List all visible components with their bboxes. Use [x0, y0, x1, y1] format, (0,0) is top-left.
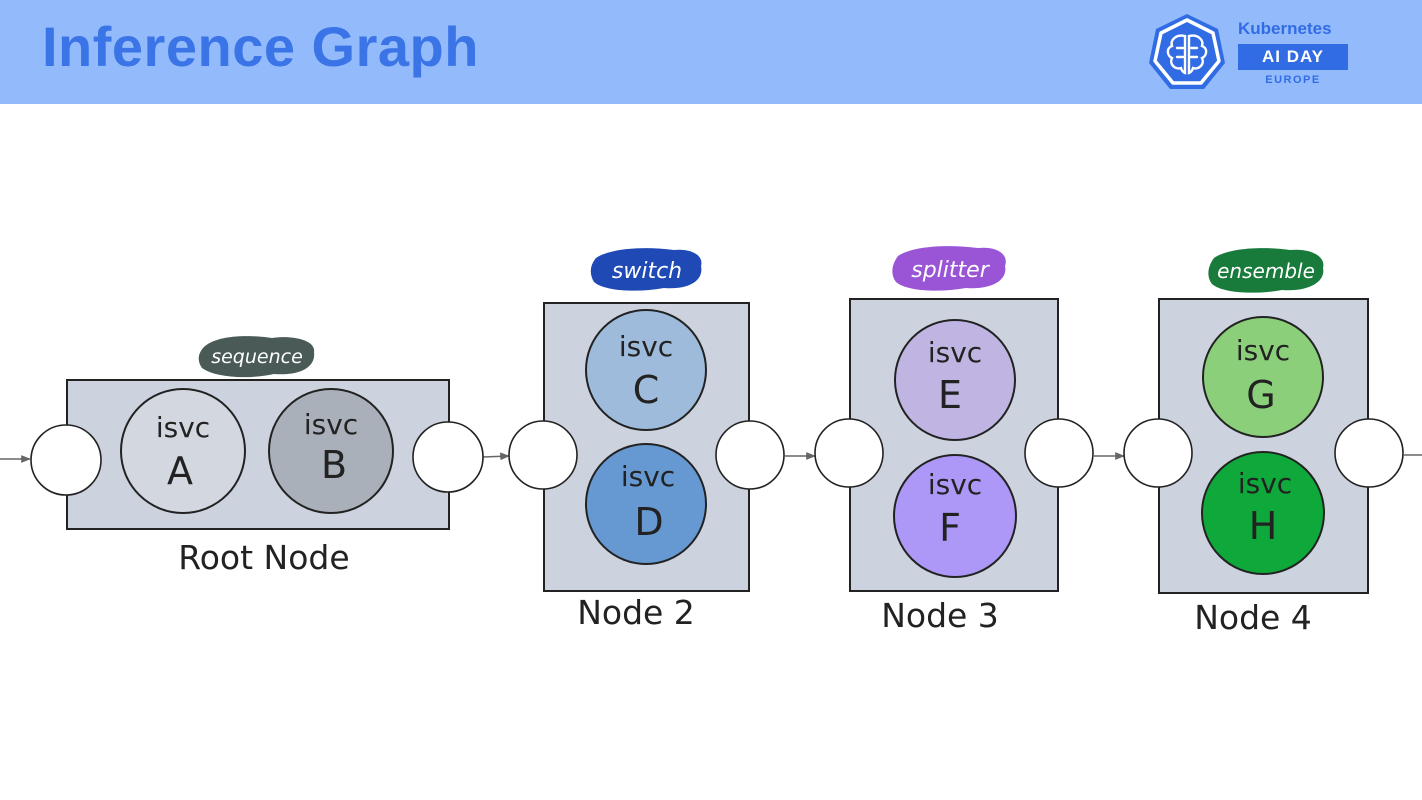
node-3-output [1024, 418, 1094, 488]
root-node-type-tag [198, 336, 315, 378]
node-2-type-label: switch [612, 259, 682, 284]
node-4-type-label: ensemble [1217, 259, 1315, 283]
root-node-label: Root Node [178, 538, 349, 577]
logo-wordmark: Kubernetes [1238, 19, 1332, 38]
logo-event-label: AI DAY [1238, 44, 1348, 70]
node-2: isvc C isvc D switch Node 2 [508, 248, 785, 632]
node-3-label: Node 3 [881, 596, 999, 635]
logo-region-label: EUROPE [1265, 74, 1321, 86]
node-3-type-tag [892, 246, 1006, 291]
service-h-kind: isvc [1238, 467, 1292, 500]
service-b-kind: isvc [304, 408, 358, 441]
service-h-name: H [1249, 504, 1278, 548]
service-g [1202, 316, 1324, 438]
service-a-kind: isvc [156, 411, 210, 444]
header-bar: Inference Graph Kubernetes AI DAY EUROPE [0, 0, 1422, 104]
node-3-input [814, 418, 884, 488]
page-title: Inference Graph [42, 15, 479, 78]
service-h [1201, 451, 1325, 575]
node-2-output [715, 420, 785, 490]
service-c-name: C [633, 368, 660, 412]
service-d [585, 443, 707, 565]
node-4-label: Node 4 [1194, 598, 1312, 637]
service-b-name: B [321, 443, 347, 487]
node-4-input [1123, 418, 1193, 488]
service-f-kind: isvc [928, 468, 982, 501]
node-3-type-label: splitter [911, 258, 990, 283]
node-4-output [1334, 418, 1404, 488]
service-g-name: G [1246, 373, 1275, 417]
service-e [894, 319, 1016, 441]
event-logo: Kubernetes AI DAY EUROPE [1144, 10, 1364, 96]
node-3: isvc E isvc F splitter Node 3 [814, 246, 1094, 635]
root-node: isvc A isvc B sequence Root Node [30, 336, 484, 577]
service-e-name: E [938, 373, 962, 417]
service-a-name: A [167, 449, 193, 493]
node-2-label: Node 2 [577, 593, 695, 632]
service-d-name: D [634, 500, 663, 544]
service-d-kind: isvc [621, 460, 675, 493]
root-node-input [30, 424, 102, 496]
node-4-type-tag [1208, 248, 1324, 293]
service-f-name: F [939, 506, 961, 550]
node-2-type-tag [590, 248, 702, 291]
service-g-kind: isvc [1236, 334, 1290, 367]
arrow-root-to-node2 [482, 452, 510, 461]
service-f [893, 454, 1017, 578]
service-a [120, 388, 246, 514]
kubernetes-brain-icon [1149, 14, 1225, 89]
service-b [268, 388, 394, 514]
service-c-kind: isvc [619, 330, 673, 363]
root-node-output [412, 421, 484, 493]
node-2-input [508, 420, 578, 490]
node-4: isvc G isvc H ensemble Node 4 [1123, 248, 1404, 637]
service-e-kind: isvc [928, 336, 982, 369]
service-c [585, 309, 707, 431]
root-node-type-label: sequence [211, 346, 303, 368]
